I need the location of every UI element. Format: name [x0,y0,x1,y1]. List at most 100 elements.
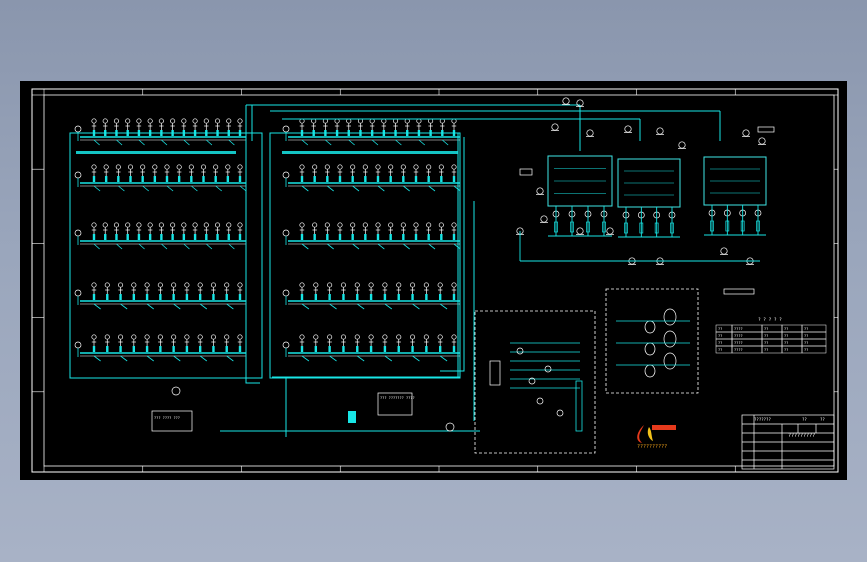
process-flow-diagram: ??? ??????? ???? ??? ???? ??? ? ? ? ? ? … [31,88,839,473]
gauge-symbol [586,129,594,137]
inner-frame [43,94,835,467]
note-box-1 [377,392,413,416]
table-cell: ?? [718,341,722,345]
valve-symbol [176,164,182,182]
valve-symbol [224,334,230,352]
gauge-symbol [720,247,728,255]
valve-symbol [299,164,305,182]
valve-symbol [147,222,153,240]
valve-symbol [214,118,221,136]
gauge-symbol [576,227,584,235]
valve-symbol [451,334,457,352]
table-cell: ?? [718,348,722,352]
valve-symbol [157,334,163,352]
table-cell: ?? [804,341,808,345]
row-end-gauge [74,289,82,297]
pump-symbol [644,342,656,356]
title-header-right-a: ?? [802,417,807,422]
table-cell: ???? [734,341,743,345]
valve-symbol [226,222,232,240]
valve-symbol [237,334,243,352]
valve-symbol [184,334,190,352]
tag-box-3 [519,168,533,176]
gauge-symbol [540,215,548,223]
valve-symbol [102,118,108,136]
valve-symbol [184,282,190,300]
note-text-b: ??? ???? ??? [154,416,180,420]
pump-symbol [663,308,677,326]
valve-symbol [313,282,319,300]
valve-symbol [158,222,164,240]
valve-symbol [299,282,305,300]
trunk-lines [220,104,721,437]
valve-symbol [91,118,97,136]
logo-bar [652,425,676,430]
gauge-symbol [678,141,686,149]
valve-symbol [170,222,176,240]
valve-symbol [91,282,97,300]
valve-symbol [237,282,243,300]
row-end-gauge [282,229,290,237]
valve-symbol [396,282,402,300]
valve-symbol [388,164,394,182]
gauge-symbol [606,227,614,235]
table-cell: ?? [764,341,768,345]
valve-symbol [113,222,120,240]
table-cell: ?? [804,348,808,352]
valve-symbol [188,164,194,182]
valve-symbol [164,164,170,182]
middle-valve-bank [282,118,461,362]
row-end-gauge [74,171,82,179]
skid-valve [556,409,564,417]
valve-symbol [197,282,203,300]
valve-symbol [226,118,232,136]
valve-symbol [324,222,330,240]
cad-drawing-viewport[interactable]: ??? ??????? ???? ??? ???? ??? ? ? ? ? ? … [20,81,847,480]
skid-valve [516,347,524,355]
valve-symbol [181,118,187,136]
valve-symbol [203,222,209,240]
table-cell: ?? [764,334,768,338]
left-network-frame [69,132,263,379]
valve-symbol [340,282,347,300]
valve-symbol [224,282,230,300]
valve-symbol [104,282,110,300]
valve-symbol [423,282,429,300]
valve-symbol [115,164,121,182]
valve-symbol [350,222,356,240]
valve-symbol [413,164,419,182]
valve-symbol [324,164,330,182]
valve-symbol [382,334,388,352]
valve-symbol [327,282,333,300]
gauge-symbol [536,187,544,195]
valve-symbol [117,334,124,352]
valve-symbol [197,334,203,352]
skid-equipment [171,308,690,432]
logo-flame-inner [647,427,653,441]
valve-symbol [157,282,163,300]
valve-symbol [451,164,457,182]
valve-symbol [428,118,434,136]
valve-symbol [225,164,231,182]
valve-symbol [117,282,124,300]
valve-symbol [200,164,207,182]
filter-vessel [489,360,501,386]
valve-symbol [299,334,305,352]
valve-symbol [426,222,432,240]
valve-symbol [140,164,146,182]
vessel-1 [547,155,613,207]
table-cell: ?? [764,327,768,331]
valve-symbol [313,334,319,352]
valve-symbol [192,118,198,136]
gauge-symbol [758,137,766,145]
logo-caption: ?????????? [637,444,667,450]
row-end-gauge [74,125,82,133]
valve-symbol [368,334,374,352]
pump-symbol [663,330,677,348]
valve-symbol [299,222,305,240]
row-end-gauge [74,229,82,237]
title-header-left: ??????? [754,417,771,422]
valve-symbol [340,334,347,352]
valve-symbol [409,282,416,300]
valve-symbol [144,334,150,352]
